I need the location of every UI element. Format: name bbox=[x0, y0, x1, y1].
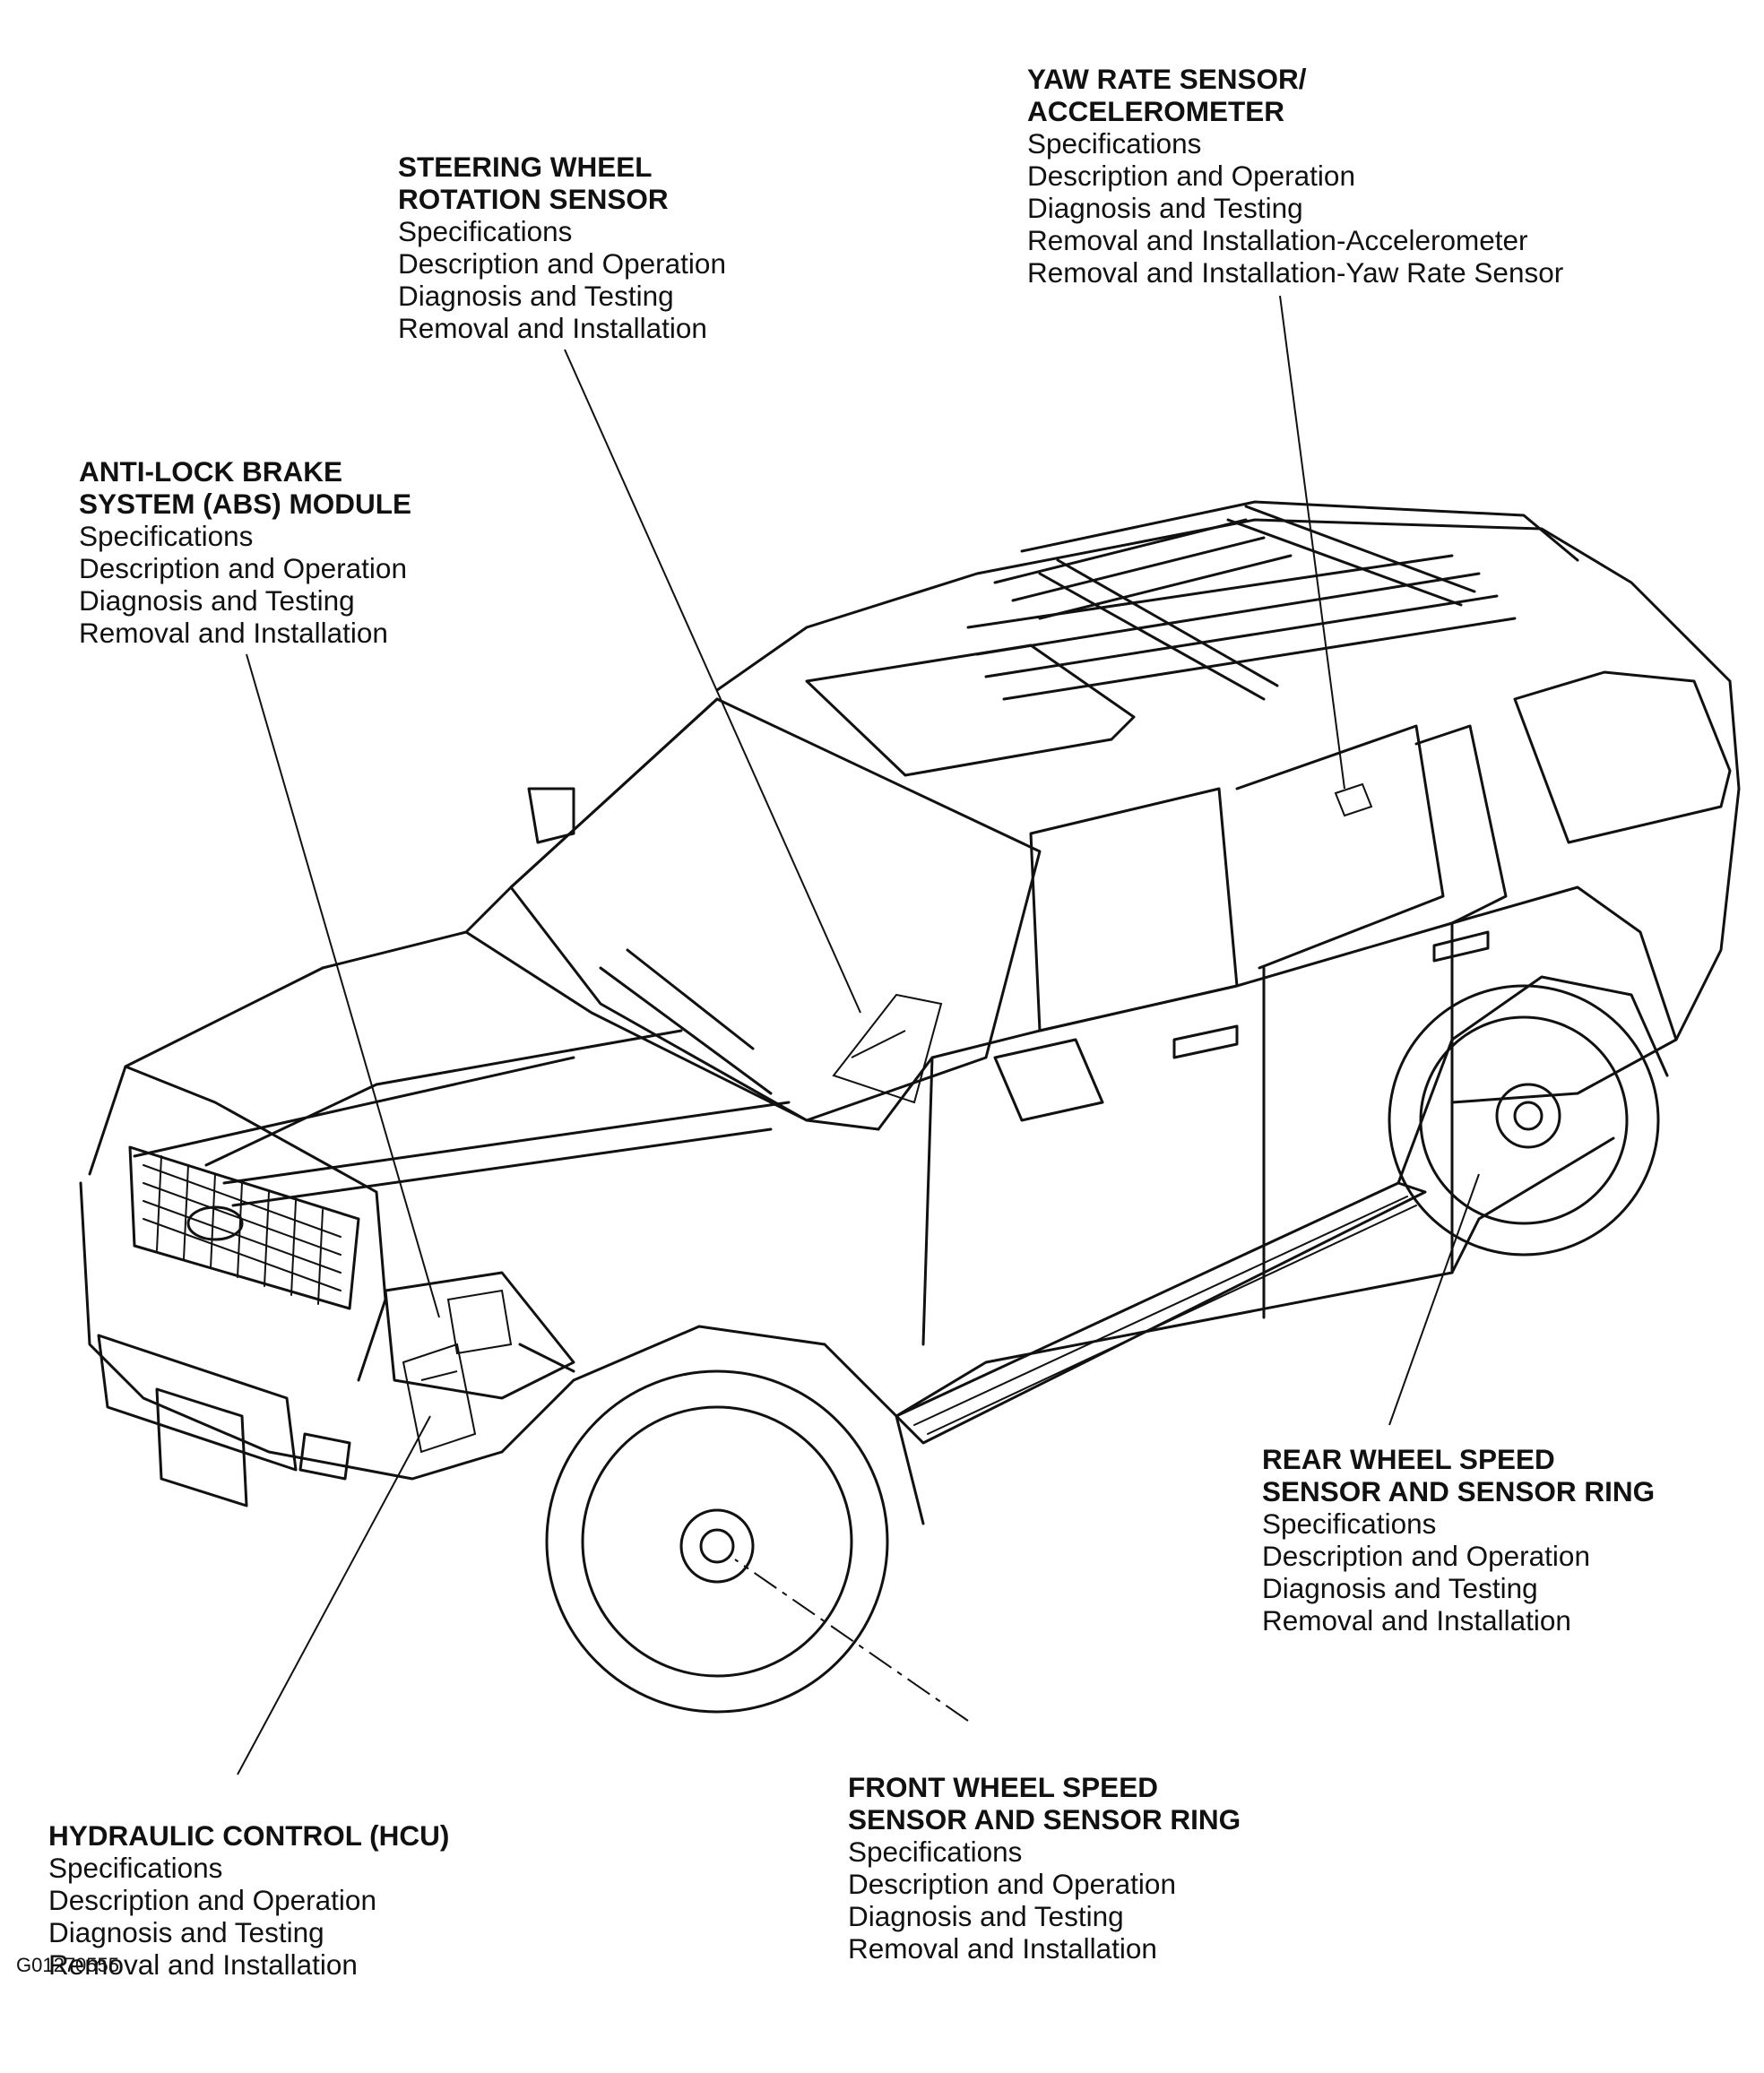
item-removal-installation[interactable]: Removal and Installation bbox=[79, 617, 388, 649]
item-removal-installation[interactable]: Removal and Installation bbox=[398, 312, 707, 344]
callout-abs-module: ANTI-LOCK BRAKE SYSTEM (ABS) MODULE Spec… bbox=[79, 455, 411, 649]
item-description-operation[interactable]: Description and Operation bbox=[398, 247, 726, 280]
leader-abs bbox=[246, 653, 440, 1318]
title-line: SYSTEM (ABS) MODULE bbox=[79, 488, 412, 520]
item-diagnosis-testing[interactable]: Diagnosis and Testing bbox=[848, 1900, 1124, 1932]
figure-id: G01270555 bbox=[16, 1954, 119, 1976]
title-line: ANTI-LOCK BRAKE bbox=[79, 455, 342, 488]
item-description-operation[interactable]: Description and Operation bbox=[1027, 160, 1355, 192]
callout-items: Specifications Description and Operation… bbox=[1027, 127, 1563, 289]
leader-yaw bbox=[1279, 295, 1345, 790]
item-description-operation[interactable]: Description and Operation bbox=[79, 552, 407, 584]
leader-rear-wheel bbox=[1388, 1173, 1480, 1426]
callout-items: Specifications Description and Operation… bbox=[398, 215, 726, 344]
title-line: SENSOR AND SENSOR RING bbox=[1262, 1475, 1656, 1507]
title-line: ACCELEROMETER bbox=[1027, 95, 1285, 127]
steering-sensor-sketch bbox=[832, 993, 943, 1104]
callout-items: Specifications Description and Operation… bbox=[48, 1852, 449, 1981]
leader-steering bbox=[564, 349, 861, 1014]
callout-title: ANTI-LOCK BRAKE SYSTEM (ABS) MODULE bbox=[79, 455, 411, 520]
item-specifications[interactable]: Specifications bbox=[398, 215, 573, 247]
callout-yaw-rate-sensor: YAW RATE SENSOR/ ACCELEROMETER Specifica… bbox=[1027, 63, 1563, 289]
item-description-operation[interactable]: Description and Operation bbox=[848, 1868, 1176, 1900]
callout-rear-wheel-speed-sensor: REAR WHEEL SPEED SENSOR AND SENSOR RING … bbox=[1262, 1443, 1655, 1637]
callout-steering-wheel-sensor: STEERING WHEEL ROTATION SENSOR Specifica… bbox=[398, 151, 726, 344]
item-removal-installation[interactable]: Removal and Installation bbox=[1262, 1604, 1571, 1637]
item-specifications[interactable]: Specifications bbox=[848, 1835, 1023, 1868]
vehicle-body bbox=[79, 500, 1741, 1714]
title-line: ROTATION SENSOR bbox=[398, 183, 669, 215]
item-specifications[interactable]: Specifications bbox=[1262, 1507, 1437, 1540]
item-diagnosis-testing[interactable]: Diagnosis and Testing bbox=[48, 1916, 324, 1948]
title-line: FRONT WHEEL SPEED bbox=[848, 1771, 1158, 1803]
callout-items: Specifications Description and Operation… bbox=[79, 520, 411, 649]
callout-title: FRONT WHEEL SPEED SENSOR AND SENSOR RING bbox=[848, 1771, 1241, 1835]
callout-items: Specifications Description and Operation… bbox=[848, 1835, 1241, 1965]
item-removal-installation[interactable]: Removal and Installation bbox=[48, 1948, 358, 1981]
leader-hcu bbox=[237, 1415, 431, 1775]
callout-title: HYDRAULIC CONTROL (HCU) bbox=[48, 1819, 449, 1852]
leader-front-wheel bbox=[734, 1559, 969, 1722]
item-diagnosis-testing[interactable]: Diagnosis and Testing bbox=[79, 584, 355, 617]
callout-title: YAW RATE SENSOR/ ACCELEROMETER bbox=[1027, 63, 1563, 127]
title-line: SENSOR AND SENSOR RING bbox=[848, 1803, 1241, 1835]
component-sketches bbox=[402, 782, 1373, 1454]
leader-lines bbox=[237, 295, 1480, 1775]
title-line: YAW RATE SENSOR/ bbox=[1027, 63, 1307, 95]
title-line: HYDRAULIC CONTROL (HCU) bbox=[48, 1819, 450, 1852]
callout-front-wheel-speed-sensor: FRONT WHEEL SPEED SENSOR AND SENSOR RING… bbox=[848, 1771, 1241, 1965]
title-line: REAR WHEEL SPEED bbox=[1262, 1443, 1555, 1475]
item-diagnosis-testing[interactable]: Diagnosis and Testing bbox=[1027, 192, 1303, 224]
item-specifications[interactable]: Specifications bbox=[79, 520, 254, 552]
callout-title: REAR WHEEL SPEED SENSOR AND SENSOR RING bbox=[1262, 1443, 1655, 1507]
yaw-sensor-sketch bbox=[1334, 782, 1373, 817]
item-diagnosis-testing[interactable]: Diagnosis and Testing bbox=[398, 280, 674, 312]
title-line: STEERING WHEEL bbox=[398, 151, 653, 183]
item-removal-installation[interactable]: Removal and Installation bbox=[848, 1932, 1157, 1965]
callout-hydraulic-control-unit: HYDRAULIC CONTROL (HCU) Specifications D… bbox=[48, 1819, 449, 1981]
item-removal-accelerometer[interactable]: Removal and Installation-Accelerometer bbox=[1027, 224, 1528, 256]
item-description-operation[interactable]: Description and Operation bbox=[1262, 1540, 1590, 1572]
abs-module-sketch bbox=[402, 1289, 513, 1454]
callout-title: STEERING WHEEL ROTATION SENSOR bbox=[398, 151, 726, 215]
item-specifications[interactable]: Specifications bbox=[1027, 127, 1202, 160]
callout-items: Specifications Description and Operation… bbox=[1262, 1507, 1655, 1637]
item-removal-yaw-rate-sensor[interactable]: Removal and Installation-Yaw Rate Sensor bbox=[1027, 256, 1564, 289]
item-specifications[interactable]: Specifications bbox=[48, 1852, 223, 1884]
item-diagnosis-testing[interactable]: Diagnosis and Testing bbox=[1262, 1572, 1538, 1604]
item-description-operation[interactable]: Description and Operation bbox=[48, 1884, 376, 1916]
